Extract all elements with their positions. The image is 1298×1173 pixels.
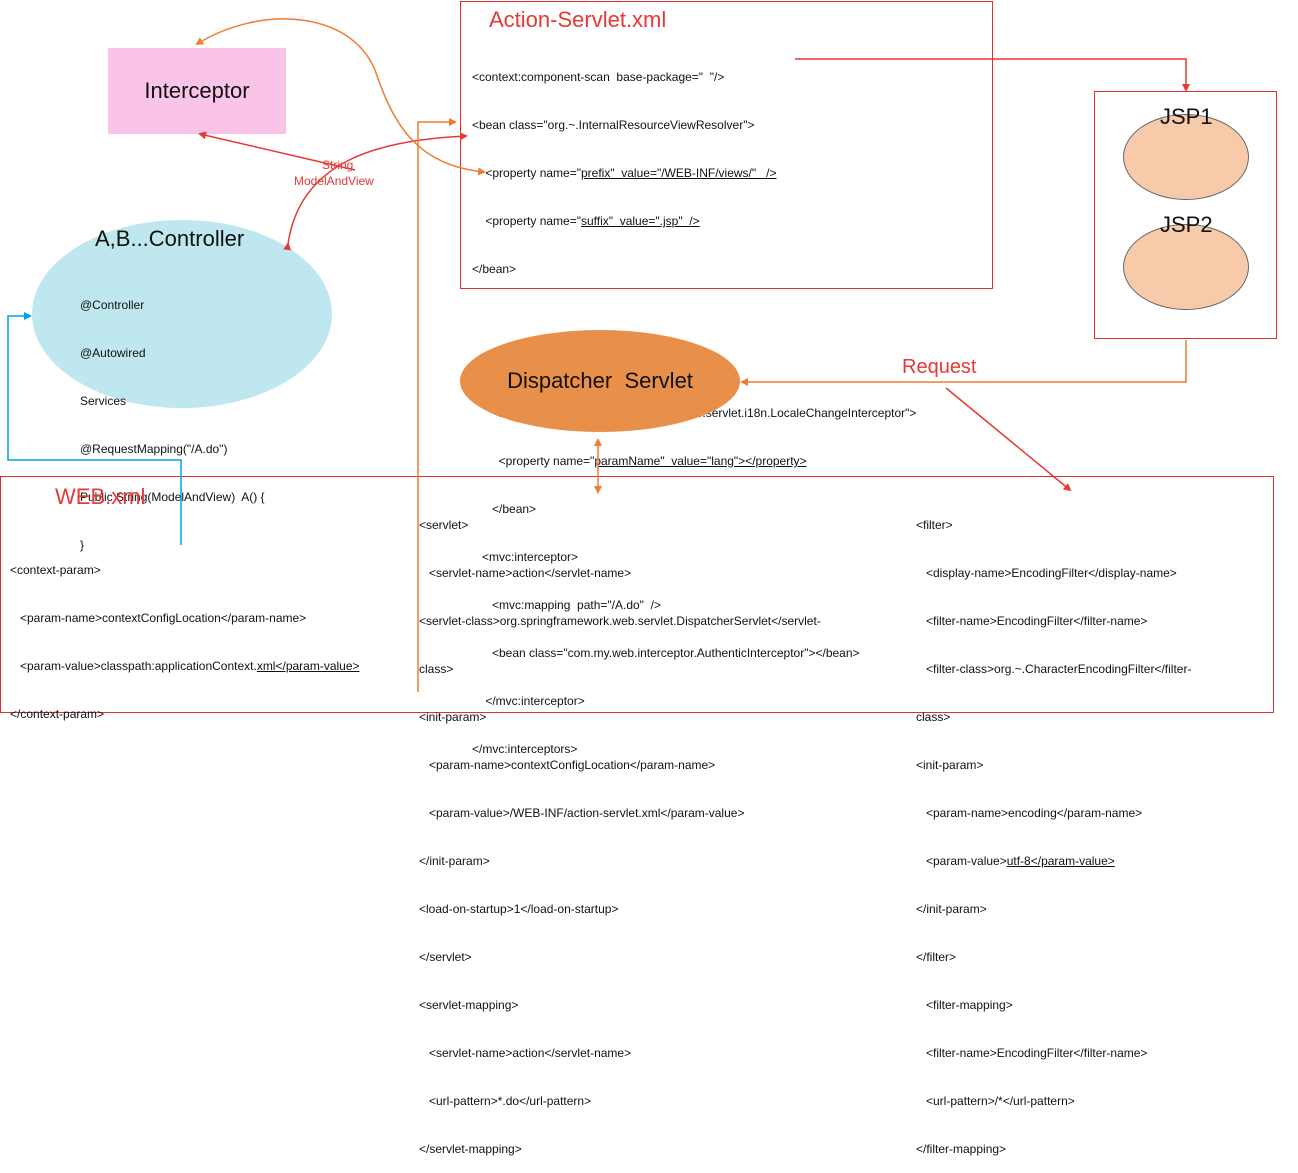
- controller-code: @Controller @Autowired Services @Request…: [80, 265, 265, 569]
- controller-line: Services: [80, 394, 127, 408]
- context-param-code: <context-param> <param-name>contextConfi…: [10, 530, 360, 738]
- code-line: <load-on-startup>1</load-on-startup>: [419, 902, 619, 916]
- code-line: <filter-name>EncodingFilter</filter-name…: [916, 1046, 1148, 1060]
- jsp2-label: JSP2: [1160, 212, 1213, 237]
- code-line: <filter-class>org.~.CharacterEncodingFil…: [916, 662, 1192, 676]
- controller-line: @Controller: [80, 298, 145, 312]
- code-line: </bean>: [472, 502, 537, 516]
- code-line: <property name="paramName" value="lang">…: [472, 454, 807, 468]
- code-line: <init-param>: [916, 758, 984, 772]
- code-line: <filter-mapping>: [916, 998, 1013, 1012]
- code-line: <mvc:interceptor>: [472, 550, 579, 564]
- code-line: <url-pattern>*.do</url-pattern>: [419, 1094, 592, 1108]
- code-line: <servlet>: [419, 518, 469, 532]
- interceptor-locale-curve: [195, 18, 486, 176]
- controller-to-interceptor-arrow: [198, 131, 356, 171]
- code-line: <property name="suffix" value=".jsp" />: [472, 214, 700, 228]
- web-xml-title: WEB.xml: [55, 484, 146, 509]
- code-line: <context-param>: [10, 563, 101, 577]
- code-line: <display-name>EncodingFilter</display-na…: [916, 566, 1177, 580]
- code-line: </context-param>: [10, 707, 105, 721]
- code-line: <param-name>contextConfigLocation</param…: [419, 758, 716, 772]
- code-line: </servlet-mapping>: [419, 1142, 522, 1156]
- context-param-to-controller-arrow: [7, 312, 182, 545]
- code-line: <param-value>classpath:applicationContex…: [10, 659, 360, 673]
- servlet-to-action-servlet-arrow: [417, 118, 457, 692]
- jsp-to-dispatcher-arrow: [740, 340, 1187, 386]
- controller-line: @RequestMapping("/A.do"): [80, 442, 228, 456]
- controller-line: @Autowired: [80, 346, 146, 360]
- controller-line: }: [80, 538, 85, 552]
- code-line: </filter>: [916, 950, 957, 964]
- code-line: <filter>: [916, 518, 953, 532]
- jsp1-ellipse: [1123, 114, 1249, 200]
- code-line: <param-name>contextConfigLocation</param…: [10, 611, 307, 625]
- interceptors-controller-curve: [283, 132, 468, 251]
- code-line: <servlet-mapping>: [419, 998, 519, 1012]
- code-line: class>: [419, 662, 454, 676]
- code-line: <context:component-scan base-package=" "…: [472, 70, 725, 84]
- code-line: <servlet-name>action</servlet-name>: [419, 1046, 632, 1060]
- code-line: </init-param>: [916, 902, 987, 916]
- code-line: </filter-mapping>: [916, 1142, 1007, 1156]
- connector-arrows: [7, 18, 1190, 692]
- dispatcher-servlet-label: Dispatcher Servlet: [507, 368, 693, 393]
- code-line: <mvc:mapping path="/A.do" />: [472, 598, 661, 612]
- controller-title: A,B...Controller: [95, 226, 245, 251]
- action-servlet-code: <context:component-scan base-package=" "…: [472, 37, 916, 773]
- view-resolver-to-jsp-arrow: [795, 58, 1190, 92]
- code-line: <bean class="com.my.web.interceptor.Auth…: [472, 646, 860, 660]
- code-line: <filter-name>EncodingFilter</filter-name…: [916, 614, 1148, 628]
- code-line: <servlet-name>action</servlet-name>: [419, 566, 632, 580]
- dispatcher-servlet-ellipse: Dispatcher Servlet: [460, 330, 740, 432]
- web-xml-box: [0, 476, 1274, 713]
- code-line: <param-name>encoding</param-name>: [916, 806, 1143, 820]
- jsp1-label: JSP1: [1160, 104, 1213, 129]
- action-servlet-title: Action-Servlet.xml: [489, 7, 667, 32]
- code-line: <param-value>/WEB-INF/action-servlet.xml…: [419, 806, 745, 820]
- code-line: <servlet-class>org.springframework.web.s…: [419, 614, 821, 628]
- code-line: </bean>: [472, 262, 517, 276]
- code-line: </mvc:interceptor>: [472, 694, 585, 708]
- code-line: <property name="prefix" value="/WEB-INF/…: [472, 166, 777, 180]
- code-line: <url-pattern>/*</url-pattern>: [916, 1094, 1075, 1108]
- jsp2-ellipse: [1123, 224, 1249, 310]
- code-line: </init-param>: [419, 854, 490, 868]
- code-line: </servlet>: [419, 950, 472, 964]
- request-to-filter-arrow: [945, 387, 1072, 492]
- controller-ellipse: [32, 220, 332, 408]
- request-label: Request: [902, 356, 977, 378]
- controller-line: Public String(ModelAndView) A() {: [80, 490, 265, 504]
- code-line: <param-value>utf-8</param-value>: [916, 854, 1115, 868]
